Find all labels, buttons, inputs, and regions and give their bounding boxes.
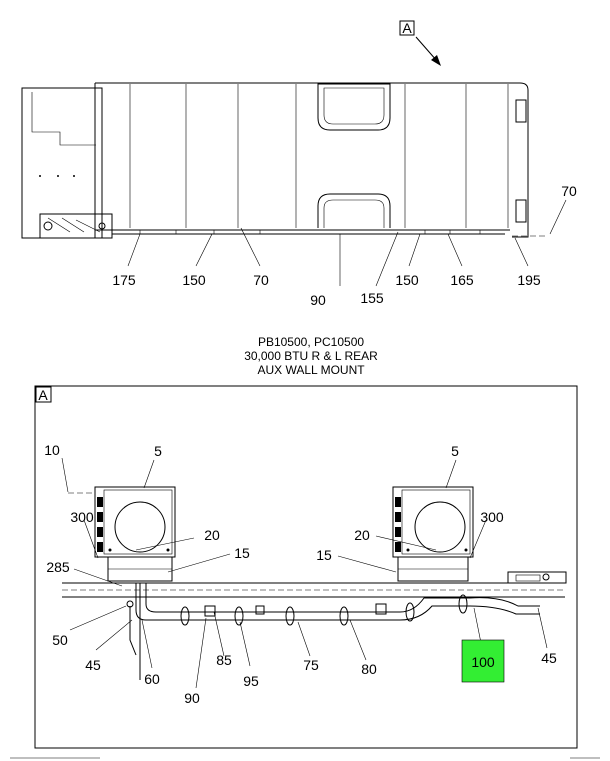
callout-175: 175 [112,272,136,288]
callout-15: 15 [316,547,332,563]
highlight-callout-100[interactable]: 100 [461,639,505,683]
callout-85: 85 [216,652,232,668]
view-arrow [415,36,441,66]
callout-300: 300 [70,509,94,525]
top-callouts: 175 150 70 90 155 150 165 195 70 [112,183,577,308]
detail-frame [34,385,578,749]
svg-text:PB10500, PC10500: PB10500, PC10500 [258,335,364,349]
callout-90: 90 [184,690,200,706]
callout-45: 45 [541,650,557,666]
svg-text:30,000 BTU R & L REAR: 30,000 BTU R & L REAR [244,349,378,363]
right-heater-unit [392,486,474,582]
view-marker-a: A [399,20,415,36]
callout-75: 75 [303,657,319,673]
svg-text:A: A [402,20,412,36]
callout-60: 60 [144,671,160,687]
callout-20: 20 [204,527,220,543]
svg-text:A: A [38,387,48,403]
detail-marker-a: A [35,386,52,403]
callout-90: 90 [310,292,326,308]
callout-45: 45 [85,657,101,673]
callout-150: 150 [395,272,419,288]
callout-70: 70 [253,272,269,288]
callout-50: 50 [52,632,68,648]
callout-15: 15 [234,545,250,561]
left-heater-unit [94,486,176,582]
callout-5: 5 [154,443,162,459]
callout-150: 150 [182,272,206,288]
callout-95: 95 [243,673,259,689]
callout-10: 10 [44,442,60,458]
callout-5: 5 [451,443,459,459]
callout-80: 80 [361,661,377,677]
callout-285: 285 [46,559,70,575]
callout-195: 195 [517,272,541,288]
top-leaders [127,199,567,287]
svg-text:100: 100 [471,654,495,670]
callout-20: 20 [354,527,370,543]
detail-callouts: 10 5 300 20 15 285 50 45 60 85 95 75 80 … [44,442,557,706]
floor-rail [62,571,567,598]
svg-text:AUX WALL MOUNT: AUX WALL MOUNT [257,363,365,377]
detail-leaders [61,457,548,689]
callout-155: 155 [360,290,384,306]
callout-300: 300 [480,509,504,525]
callout-165: 165 [450,272,474,288]
cab-side-view [21,82,548,239]
callout-70: 70 [561,183,577,199]
caption: PB10500, PC10500 30,000 BTU R & L REAR A… [244,335,378,377]
hose-run [126,583,540,680]
